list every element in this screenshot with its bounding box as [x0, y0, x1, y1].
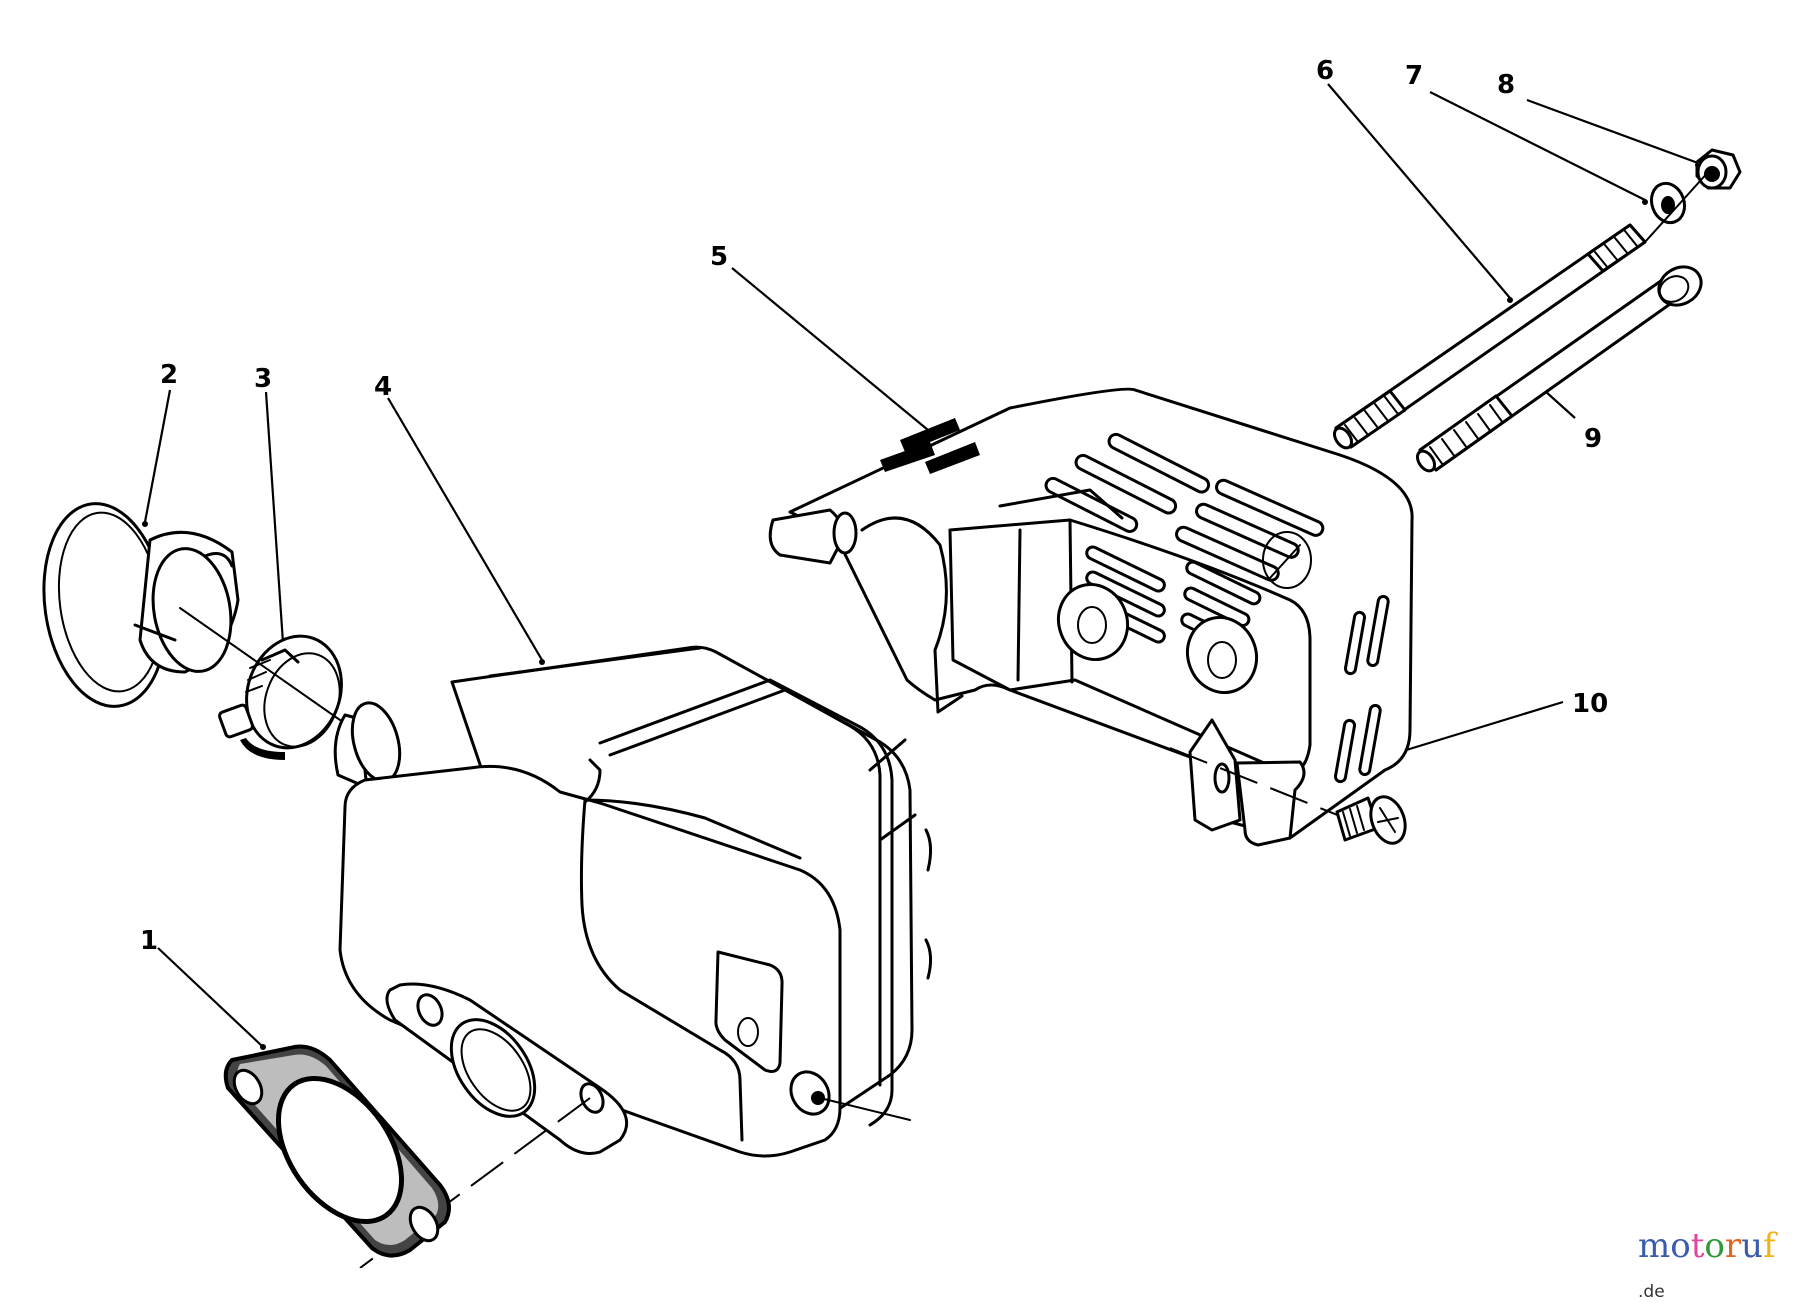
callout-9: 9 [1584, 424, 1603, 454]
watermark-letter: o [1704, 1226, 1725, 1266]
muffler-exploded-diagram [42, 83, 1742, 1268]
callout-2: 2 [160, 360, 179, 390]
part-9-bolt [1415, 265, 1703, 473]
part-8-nut [1695, 148, 1742, 190]
callout-1: 1 [140, 926, 159, 956]
watermark-tld: .de [1638, 1282, 1665, 1302]
watermark-letter: m [1638, 1226, 1671, 1266]
part-6-stud [1332, 223, 1647, 450]
part-1-gasket [223, 1044, 451, 1258]
part-4-muffler [333, 645, 933, 1158]
callout-8: 8 [1497, 70, 1516, 100]
watermark-letter: f [1763, 1226, 1776, 1266]
watermark-letter: o [1670, 1226, 1691, 1266]
watermark-letter: r [1724, 1226, 1742, 1266]
part-2-deflector [42, 502, 240, 708]
callout-6: 6 [1316, 56, 1335, 86]
callout-4: 4 [374, 372, 393, 402]
part-10-screw [1335, 795, 1407, 845]
part-5-heat-shield [768, 387, 1414, 847]
callout-10: 10 [1572, 689, 1609, 719]
callout-3: 3 [254, 364, 273, 394]
watermark-letter: t [1690, 1226, 1705, 1266]
part-3-hose-clamp [218, 634, 343, 760]
watermark-letter: u [1741, 1226, 1764, 1266]
callout-7: 7 [1405, 61, 1424, 91]
callout-5: 5 [710, 242, 729, 272]
motoruf-watermark: motoruf .de [1638, 1226, 1800, 1306]
part-7-lock-washer [1649, 181, 1687, 225]
